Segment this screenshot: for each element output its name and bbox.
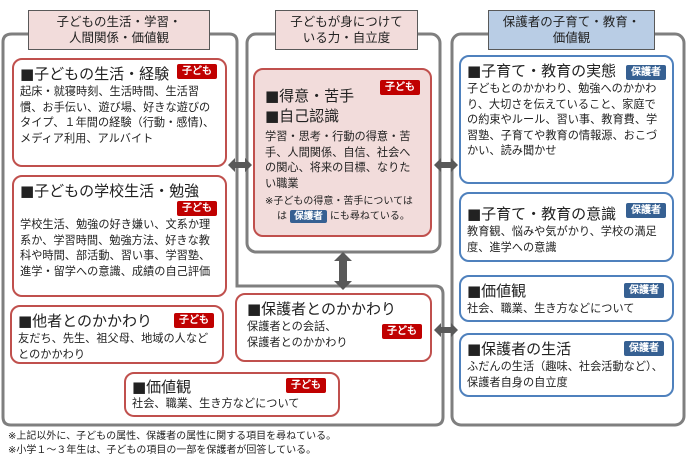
card-text: 学校生活、勉強の好き嫌い、文系か理系か、学習時間、勉強方法、好きな教科や時間、部… xyxy=(20,218,211,278)
card-title: ■子どもの学校生活・勉強 xyxy=(20,182,200,200)
card-text: 教育観、悩みや気がかり、学校の満足度、進学への意識 xyxy=(467,225,657,254)
footnote-1: ※上記以外に、子どもの属性、保護者の属性に関する項目を尋ねている。 xyxy=(8,431,337,442)
parent-tag: 保護者 xyxy=(624,283,664,298)
child-tag: 子ども xyxy=(177,64,217,79)
parent-tag: 保護者 xyxy=(626,65,666,80)
card-text: 社会、職業、生き方などについて xyxy=(467,302,635,315)
card-title: ■保護者とのかかわり xyxy=(247,300,397,318)
card-parenting-attitude: ■子育て・教育の意識 保護者 教育観、悩みや気がかり、学校の満足度、進学への意識 xyxy=(459,192,674,262)
left-frame xyxy=(1,32,445,427)
parent-tag: 保護者 xyxy=(290,210,327,223)
card-note: ※子どもの得意・苦手については は 保護者 にも尋ねている。 xyxy=(265,194,420,224)
card-title: ■価値観 xyxy=(467,282,527,300)
card-child-life: ■子どもの生活・経験 子ども 起床・就寝時刻、生活時間、生活習慣、お手伝い、遊び… xyxy=(12,58,227,167)
card-title: ■子育て・教育の実態 xyxy=(467,62,617,80)
header-left: 子どもの生活・学習・ 人間関係・価値観 xyxy=(28,10,210,50)
card-text: 友だち、先生、祖父母、地域の人などとのかかわり xyxy=(18,332,209,361)
child-tag: 子ども xyxy=(286,378,326,393)
card-parenting-practice: ■子育て・教育の実態 保護者 子どもとのかかわり、勉強へのかかわり、大切さを伝え… xyxy=(459,55,674,184)
note-text: にも尋ねている。 xyxy=(329,211,410,222)
card-title: ■保護者の生活 xyxy=(467,340,572,358)
double-arrow-bottom-right xyxy=(434,323,458,337)
note-text: ※子どもの得意・苦手については xyxy=(265,196,413,207)
card-text: 保護者との会話、 保護者とのかかわり xyxy=(247,320,348,349)
child-tag: 子ども xyxy=(177,201,217,216)
card-child-school: ■子どもの学校生活・勉強 子ども 学校生活、勉強の好き嫌い、文系か理系か、学習時… xyxy=(12,175,227,297)
card-child-values: ■価値観 子ども 社会、職業、生き方などについて xyxy=(124,372,340,417)
note-text: は xyxy=(277,211,287,222)
card-title: ■得意・苦手 xyxy=(265,87,355,105)
card-parent-life: ■保護者の生活 保護者 ふだんの生活（趣味、社会活動など）、保護者自身の自立度 xyxy=(459,333,674,397)
child-tag: 子ども xyxy=(382,324,422,339)
child-tag: 子ども xyxy=(380,80,420,95)
parent-tag: 保護者 xyxy=(626,203,666,218)
child-tag: 子ども xyxy=(174,313,214,328)
double-arrow-left-middle xyxy=(228,158,252,172)
card-title: ■子どもの生活・経験 xyxy=(20,65,170,83)
double-arrow-vertical xyxy=(334,252,352,290)
card-text: 学習・思考・行動の得意・苦手、人間関係、自信、社会への関心、将来の目標、なりたい… xyxy=(265,130,411,190)
card-strengths: 子ども ■得意・苦手 ■自己認識 学習・思考・行動の得意・苦手、人間関係、自信、… xyxy=(253,68,432,237)
card-others: ■他者とのかかわり 子ども 友だち、先生、祖父母、地域の人などとのかかわり xyxy=(10,305,224,364)
card-text: 子どもとのかかわり、勉強へのかかわり、大切さを伝えていること、家庭での約束やルー… xyxy=(467,82,658,157)
header-middle: 子どもが身につけて いる力・自立度 xyxy=(275,10,418,50)
card-title: ■価値観 xyxy=(132,378,192,396)
parent-tag: 保護者 xyxy=(624,341,664,356)
card-text: ふだんの生活（趣味、社会活動など）、保護者自身の自立度 xyxy=(467,360,663,389)
card-title-2: ■自己認識 xyxy=(265,107,340,125)
header-right: 保護者の子育て・教育・ 価値観 xyxy=(488,10,655,50)
card-parent-relation: ■保護者とのかかわり 子ども 保護者との会話、 保護者とのかかわり xyxy=(235,293,432,362)
double-arrow-middle-right xyxy=(434,158,458,172)
card-title: ■子育て・教育の意識 xyxy=(467,205,617,223)
card-text: 起床・就寝時刻、生活時間、生活習慣、お手伝い、遊び場、好きな遊びのタイプ、１年間… xyxy=(20,85,215,145)
card-title: ■他者とのかかわり xyxy=(18,312,153,330)
footnote-2: ※小学１～３年生は、子どもの項目の一部を保護者が回答している。 xyxy=(8,445,317,456)
card-parent-values: ■価値観 保護者 社会、職業、生き方などについて xyxy=(459,275,674,322)
card-text: 社会、職業、生き方などについて xyxy=(132,397,300,410)
